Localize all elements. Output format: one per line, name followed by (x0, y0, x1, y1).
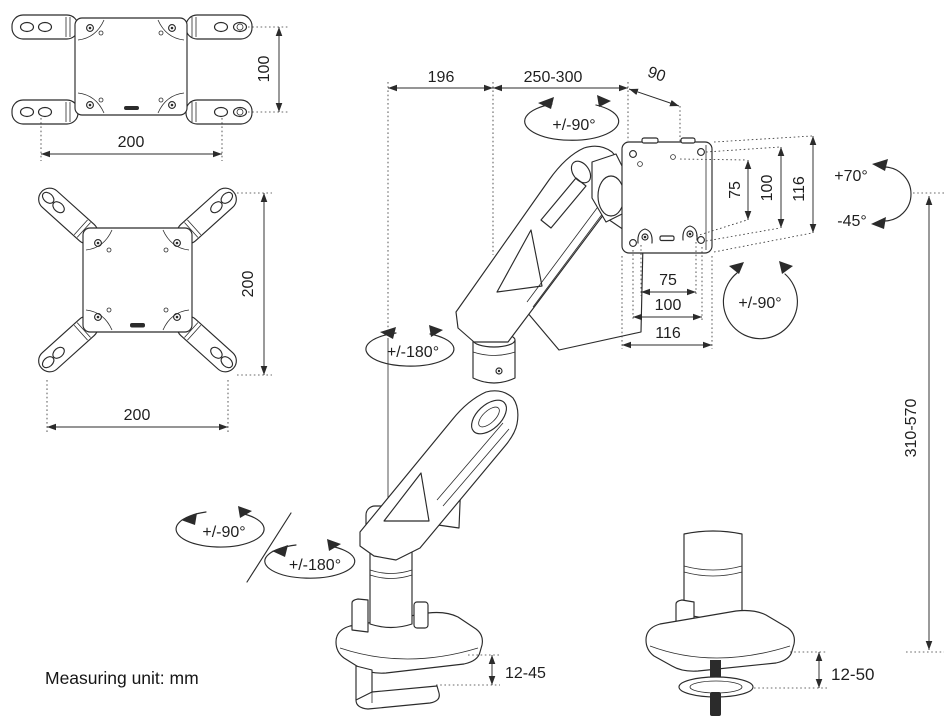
dim-front-reach: 250-300 (493, 69, 628, 92)
mid-rotation-arrow-icon: +/-180° (365, 325, 455, 367)
vesa-head-plate (621, 137, 713, 254)
tilt-up-label: +70° (834, 168, 868, 185)
pole-lever (351, 598, 369, 633)
tilt-down-label: -45° (837, 213, 867, 230)
adapter-top-height-label: 100 (256, 56, 273, 83)
clamp-thickness-label: 12-45 (505, 665, 546, 682)
vesa-rotation-label: +/-90° (738, 295, 781, 312)
adapter-top-width-label: 200 (118, 134, 145, 151)
desk-clamp-base (335, 611, 483, 710)
dim-height-range: 310-570 (903, 192, 944, 653)
vesa-adapter-top-view: 100 200 (11, 14, 288, 161)
plate-slot (124, 106, 139, 110)
vesa-h100-label: 100 (655, 297, 682, 314)
vesa-v116-label: 116 (791, 176, 808, 202)
vesa-h116-label: 116 (655, 325, 681, 342)
vesa-v75-label: 75 (727, 181, 744, 199)
dim-adapter-front-height: 200 (237, 192, 272, 376)
dim-adapter-front-width: 200 (46, 380, 229, 433)
tilt-arrow-icon: +70° -45° (834, 159, 912, 230)
main-pole (369, 547, 413, 629)
adapter-front-height-label: 200 (240, 271, 257, 298)
dim-adapter-top-width: 200 (40, 118, 223, 161)
measuring-unit-note: Measuring unit: mm (45, 668, 199, 688)
grommet-base-body (645, 609, 795, 672)
vesa-rotation-arrow-icon: +/-90° (722, 261, 798, 340)
grommet-base-view: 12-50 (645, 530, 874, 716)
front-reach-label: 250-300 (524, 69, 583, 86)
vesa-pattern-dimensions: 75 100 116 75 100 116 +/-90° +70° -45° (621, 135, 912, 349)
vesa-adapter-front-view: 200 200 (38, 187, 272, 433)
height-range-label: 310-570 (903, 399, 920, 458)
head-swivel-label: +/-90° (552, 117, 595, 134)
dim-rear-reach: 196 (388, 69, 493, 92)
rear-reach-label: 196 (428, 69, 455, 86)
dim-clamp-thickness: 12-45 (436, 654, 546, 686)
ball-joint (597, 175, 625, 217)
dim-grommet-thickness: 12-50 (754, 651, 874, 689)
dim-head-depth: 90 (628, 64, 680, 107)
base-swivel-label: +/-90° (202, 524, 245, 541)
main-arm-drawing: 196 250-300 90 +/-90° +/-180° (175, 64, 713, 710)
vesa-v100-label: 100 (759, 175, 776, 202)
grommet-thickness-label: 12-50 (831, 665, 874, 684)
annotation-separator (246, 512, 292, 583)
vesa-h75-label: 75 (659, 272, 677, 289)
grommet-bolt-tip (710, 692, 721, 716)
head-swivel-rotation-arrow-icon: +/-90° (524, 95, 620, 141)
head-depth-label: 90 (645, 64, 667, 86)
grommet-bolt (710, 660, 721, 686)
adapter-front-width-label: 200 (124, 407, 151, 424)
mid-rotation-label: +/-180° (387, 344, 439, 361)
plate-slot (130, 323, 145, 328)
base-swivel-rotation-arrow-icon: +/-90° (175, 506, 265, 548)
lower-arm-segment (359, 390, 519, 561)
base-rotation-arrow-icon: +/-180° (264, 539, 356, 579)
base-rotation-label: +/-180° (289, 557, 341, 574)
dim-adapter-top-height: 100 (248, 26, 288, 113)
